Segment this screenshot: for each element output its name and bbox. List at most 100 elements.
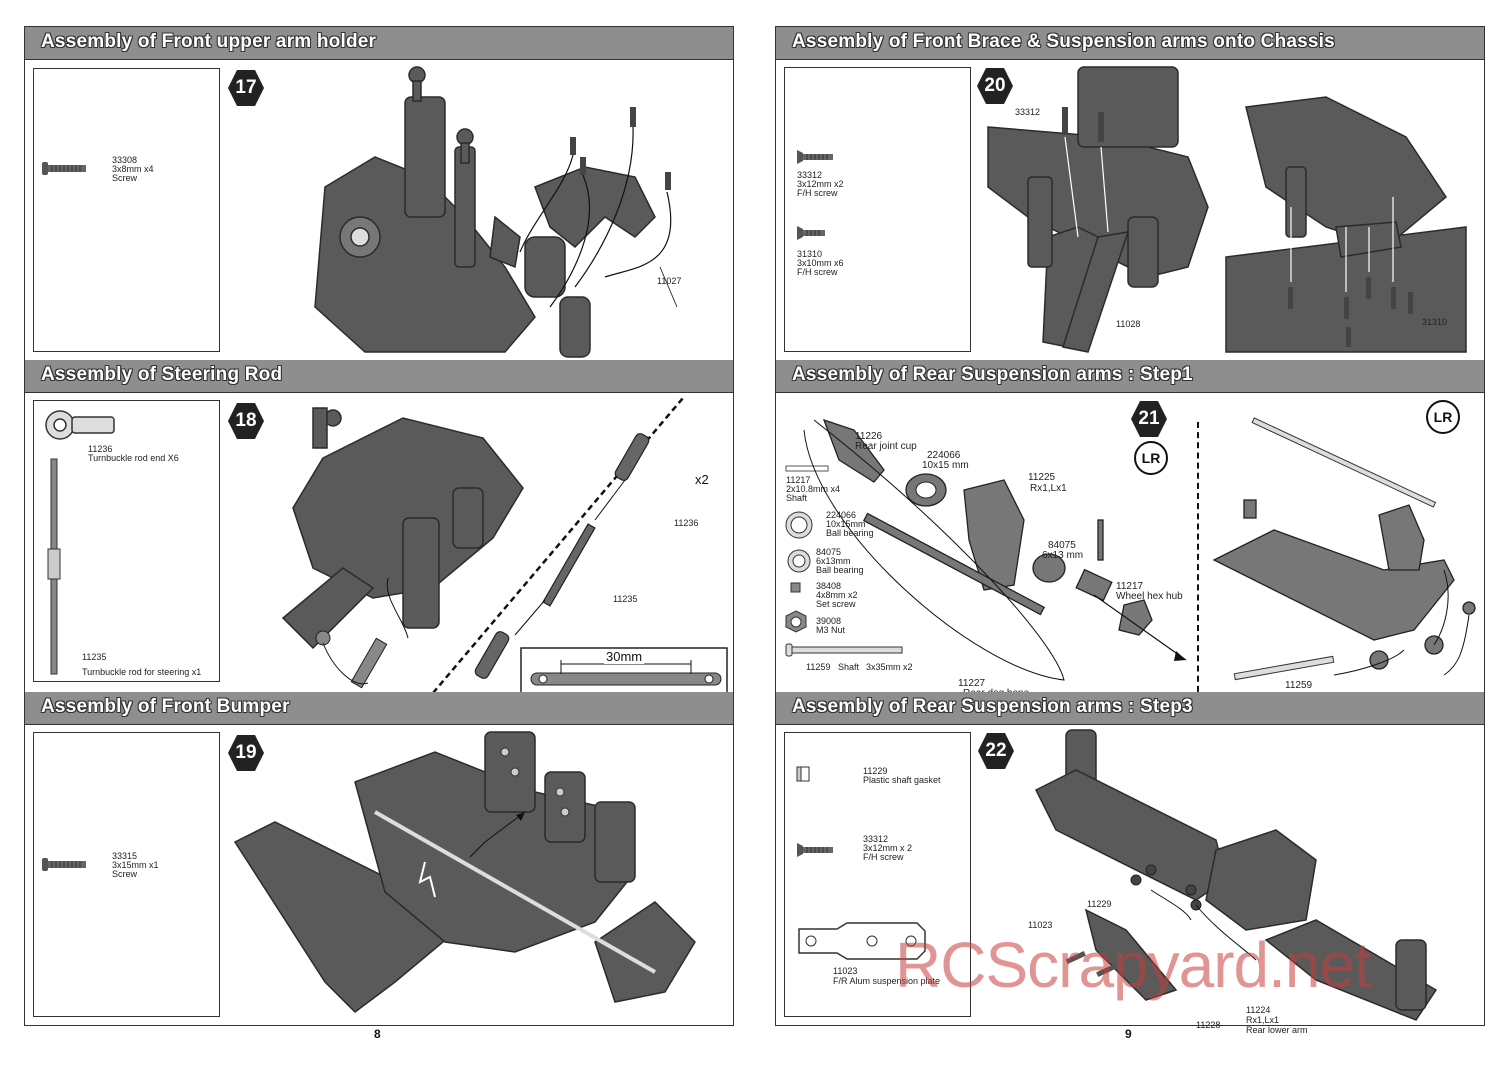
rear-suspension-diagram — [1034, 729, 1438, 1021]
callout-label: 11226 — [855, 431, 883, 442]
section-title: Assembly of Front Brace & Suspension arm… — [792, 31, 1335, 52]
watermark-text: RCScrapyard.net — [895, 929, 1372, 1001]
part-desc: 3x10mm x6 — [797, 258, 844, 268]
screw-icon — [42, 858, 86, 871]
step-badge: 22 — [977, 732, 1015, 770]
section-header: Assembly of Rear Suspension arms : Step3 — [776, 692, 1484, 725]
callout-label: 224066 — [927, 450, 961, 461]
section-header: Assembly of Rear Suspension arms : Step1 — [776, 360, 1484, 393]
part-code: 11217 — [786, 475, 811, 485]
shaft-pin-icon — [785, 643, 903, 657]
parts-box: 33308 3x8mm x4 Screw — [33, 68, 220, 352]
section-title: Assembly of Rear Suspension arms : Step1 — [792, 364, 1193, 385]
parts-box: 11229 Plastic shaft gasket 33312 3x12mm … — [784, 732, 971, 1017]
upper-arm-holder-diagram — [314, 66, 678, 358]
section-rear-suspension-step1: Assembly of Rear Suspension arms : Step1… — [776, 360, 1484, 702]
section-header: Assembly of Front Brace & Suspension arm… — [776, 27, 1484, 60]
part-code: 33312 — [863, 834, 889, 844]
part-code: 31310 — [797, 249, 823, 259]
parts-box: 11236 Turnbuckle rod end X6 11235 Turnbu… — [33, 400, 220, 682]
ball-bearing-icon — [785, 511, 813, 539]
callout-label: 33312 — [1015, 107, 1041, 117]
nut-icon — [785, 610, 807, 633]
part-desc: Screw — [112, 173, 138, 183]
part-desc: Ball bearing — [826, 528, 874, 538]
callout-label: 11224 — [1246, 1005, 1271, 1015]
part-code: 33315 — [112, 851, 138, 861]
part-code: 11235 — [82, 652, 107, 662]
parts-box: 33312 3x12mm x2 F/H screw 31310 3x10mm x… — [784, 67, 971, 352]
page-number: 9 — [1125, 1027, 1132, 1041]
callout-label: 11028 — [1116, 319, 1141, 329]
shaft-icon — [785, 465, 829, 472]
shaft-gasket-icon — [796, 766, 810, 782]
part-desc: Plastic shaft gasket — [863, 775, 941, 785]
section-title: Assembly of Front upper arm holder — [41, 31, 377, 52]
callout-label: Rx1,Lx1 — [1246, 1015, 1280, 1025]
callout-label: 11235 — [613, 594, 638, 604]
part-desc: 4x8mm x2 — [816, 590, 858, 600]
dimension-label: 30mm — [604, 649, 645, 664]
step-badge: 18 — [227, 402, 265, 440]
part-code: 33312 — [797, 170, 823, 180]
turnbuckle-exploded-diagram — [474, 433, 650, 679]
callout-label: 84075 — [1048, 540, 1076, 551]
part-code: 11236 — [88, 444, 113, 454]
left-right-badge: LR — [1426, 400, 1460, 434]
quantity-label: x2 — [695, 472, 709, 487]
step-badge: 20 — [976, 67, 1014, 105]
part-code: 11259 — [806, 662, 831, 672]
part-desc: M3 Nut — [816, 625, 846, 635]
left-right-badge: LR — [1134, 441, 1168, 475]
section-title: Assembly of Steering Rod — [41, 364, 283, 385]
section-header: Assembly of Steering Rod — [25, 360, 733, 393]
callout-label: 11259 — [1285, 680, 1313, 691]
screw-icon — [42, 162, 86, 175]
callout-label: 11227 — [958, 678, 986, 689]
dashed-divider — [1197, 422, 1199, 702]
rear-hub-exploded-diagram — [803, 418, 1187, 681]
callout-label: 11027 — [657, 276, 682, 286]
section-header: Assembly of Front Bumper — [25, 692, 733, 725]
callout-label: 10x15 mm — [922, 460, 969, 471]
step-badge: 21 — [1130, 400, 1168, 438]
steering-assembly-diagram — [281, 397, 684, 694]
part-code: 84075 — [816, 547, 842, 557]
part-desc: 3x12mm x 2 — [863, 843, 913, 853]
part-code: 38408 — [816, 581, 842, 591]
page-number: 8 — [374, 1027, 381, 1041]
part-desc: Ball bearing — [816, 565, 864, 575]
part-code: 224066 — [826, 510, 857, 520]
suspension-chassis-diagram — [1225, 96, 1467, 353]
callout-label: 11023 — [1028, 920, 1053, 930]
callout-label: Wheel hex hub — [1116, 591, 1183, 602]
part-desc: 3x12mm x2 — [797, 179, 844, 189]
flat-head-screw-icon — [797, 843, 833, 857]
part-desc: F/H screw — [797, 188, 838, 198]
parts-box: 33315 3x15mm x1 Screw — [33, 732, 220, 1017]
front-brace-diagram — [987, 66, 1209, 353]
part-desc: F/H screw — [863, 852, 904, 862]
callout-label: Rear lower arm — [1246, 1025, 1308, 1035]
part-desc: 3x8mm x4 — [112, 164, 154, 174]
part-desc: Screw — [112, 869, 138, 879]
part-code: 11229 — [863, 766, 888, 776]
part-desc: Shaft — [838, 662, 860, 672]
callout-label: 11225 — [1028, 472, 1056, 483]
part-desc: Shaft — [786, 493, 808, 503]
callout-label: 11217 — [1116, 581, 1144, 592]
part-desc: Set screw — [816, 599, 856, 609]
step-badge: 19 — [227, 734, 265, 772]
part-code: 39008 — [816, 616, 842, 626]
callout-label: 6x13 mm — [1042, 550, 1084, 561]
flat-head-screw-icon — [797, 150, 833, 164]
set-screw-icon — [790, 582, 801, 593]
part-desc: 3x15mm x1 — [112, 860, 159, 870]
part-desc: F/R Alum suspension plate — [833, 976, 941, 986]
part-desc: 2x10.8mm x4 — [786, 484, 841, 494]
section-front-upper-arm-holder: Assembly of Front upper arm holder 33308… — [25, 27, 733, 360]
section-steering-rod: Assembly of Steering Rod 11236 Turnbuckl… — [25, 360, 733, 695]
part-desc: Turnbuckle rod for steering x1 — [82, 667, 202, 677]
ball-bearing-icon — [787, 549, 811, 573]
front-bumper-diagram — [233, 731, 696, 1013]
